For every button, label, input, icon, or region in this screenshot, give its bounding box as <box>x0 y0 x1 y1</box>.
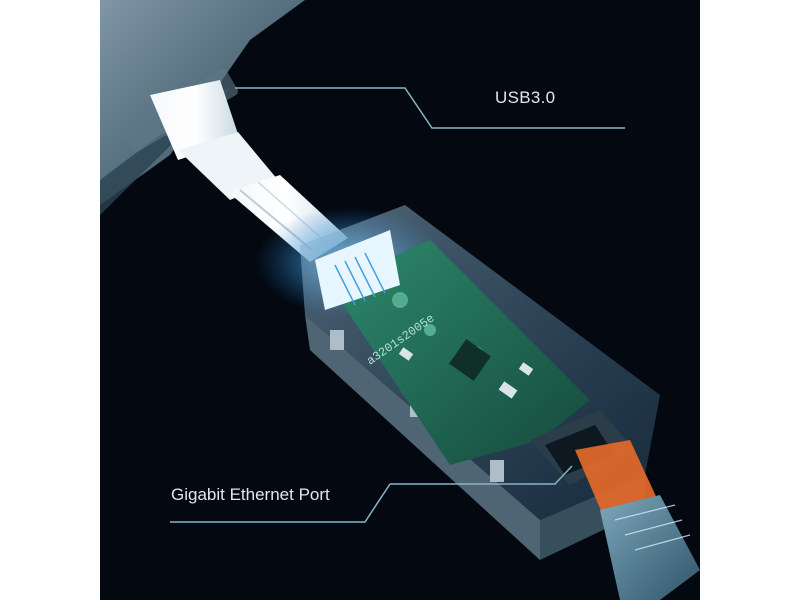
ethernet-callout-label: Gigabit Ethernet Port <box>171 485 330 504</box>
ethernet-port <box>530 410 700 600</box>
usb-callout-label: USB3.0 <box>495 88 556 107</box>
ethernet-callout-line <box>390 465 573 485</box>
circuit-board: a3201s2005e <box>330 240 590 465</box>
internal-usb-connector <box>315 230 400 310</box>
ethernet-callout-underline <box>170 483 391 523</box>
product-image-frame: a3201s2005e <box>100 0 700 600</box>
adapter-illustration: a3201s2005e <box>100 0 700 600</box>
usb-callout-line <box>235 87 625 129</box>
